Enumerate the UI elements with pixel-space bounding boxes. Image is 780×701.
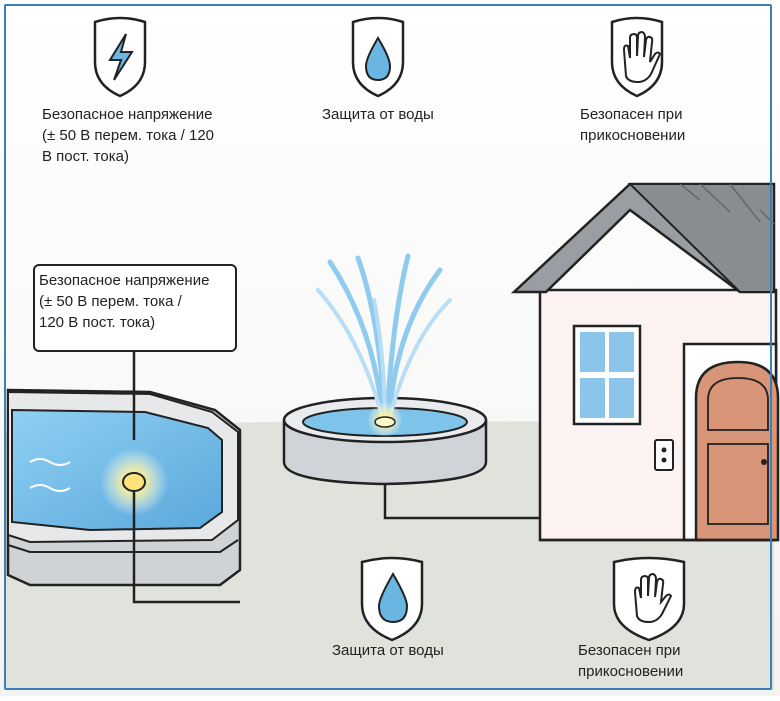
label-line: Защита от воды (322, 106, 434, 123)
label-line: прикосновении (580, 127, 686, 144)
pool-light (122, 472, 146, 492)
fountain (282, 253, 666, 520)
power-outlet (654, 439, 674, 471)
hand-icon (633, 572, 673, 624)
callout-line: Безопасное напряжение (39, 272, 210, 289)
lightning-icon (108, 33, 134, 81)
label-line: Безопасное напряжение (42, 106, 213, 123)
label-touch-safe-bottom: Безопасен при прикосновении (578, 640, 738, 682)
label-line: (± 50 В перем. тока / 120 (42, 127, 215, 144)
label-line: Безопасен при (578, 642, 681, 659)
window (572, 324, 642, 426)
shield-icon-voltage (93, 16, 147, 98)
label-safe-voltage-top: Безопасное напряжение (± 50 В перем. ток… (42, 104, 262, 167)
fountain-light (374, 416, 396, 428)
label-touch-safe-top: Безопасен при прикосновении (580, 104, 740, 146)
shield-icon-water-bottom (360, 556, 424, 642)
label-line: В пост. тока) (42, 148, 129, 165)
shield-icon-water (351, 16, 405, 98)
label-line: Защита от воды (332, 642, 444, 659)
callout-line: 120 В пост. тока) (39, 314, 156, 331)
water-drop-icon (364, 36, 392, 82)
label-water-protection-top: Защита от воды (322, 104, 482, 125)
pool-cable (132, 352, 240, 604)
shield-icon-touch (610, 16, 664, 98)
house (510, 182, 780, 542)
callout-safe-voltage: Безопасное напряжение (± 50 В перем. ток… (33, 264, 237, 352)
water-drop-icon (377, 572, 409, 624)
pool (6, 352, 242, 604)
label-line: Безопасен при (580, 106, 683, 123)
door (682, 342, 780, 542)
frame (4, 4, 772, 690)
shield-icon-touch-bottom (612, 556, 686, 642)
callout-line: (± 50 В перем. тока / (39, 293, 182, 310)
label-water-protection-bottom: Защита от воды (332, 640, 492, 661)
label-line: прикосновении (578, 663, 684, 680)
hand-icon (622, 30, 662, 84)
